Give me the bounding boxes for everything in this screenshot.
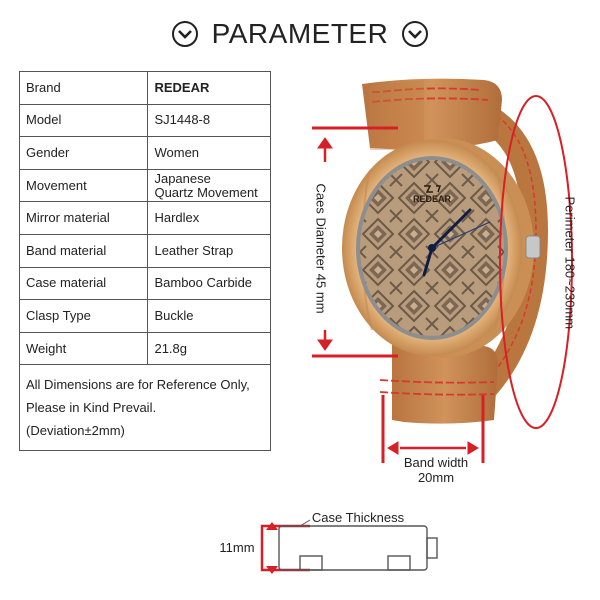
note-line: Please in Kind Prevail. xyxy=(26,400,157,416)
spec-row-case: Case material Bamboo Carbide xyxy=(18,266,271,301)
thickness-diagram xyxy=(260,519,438,574)
spec-value: Buckle xyxy=(147,299,271,333)
movement-line: Quartz Movement xyxy=(154,184,258,200)
spec-row-mirror: Mirror material Hardlex xyxy=(18,201,271,235)
spec-label: Clasp Type xyxy=(18,299,149,333)
page-title: PARAMETER xyxy=(211,18,389,49)
spec-row-gender: Gender Women xyxy=(18,136,271,170)
note-row: All Dimensions are for Reference Only, P… xyxy=(19,364,271,452)
spec-label: Mirror material xyxy=(18,201,149,235)
spec-table: Brand REDEAR Model SJ1448-8 Gender Women… xyxy=(18,71,271,452)
perimeter-label: Perimeter 180~230mm xyxy=(562,196,578,330)
perimeter-dimension xyxy=(499,95,573,429)
brand-logo-icon xyxy=(424,185,442,193)
spec-label: Brand xyxy=(18,71,149,105)
spec-value: Leather Strap xyxy=(147,233,271,268)
spec-label: Model xyxy=(18,103,149,138)
watch-case xyxy=(342,138,541,358)
case-diameter-label: Caes Diameter 45 mm xyxy=(313,183,329,314)
note-line: (Deviation±2mm) xyxy=(26,423,125,439)
diameter-dimension xyxy=(312,126,398,358)
spec-value: REDEAR xyxy=(147,71,271,105)
spec-row-model: Model SJ1448-8 xyxy=(18,103,271,138)
strap-top xyxy=(362,78,502,150)
spec-label: Movement xyxy=(18,168,149,203)
spec-value: SJ1448-8 xyxy=(147,103,271,138)
movement-line: Japanese xyxy=(154,170,211,186)
spec-row-clasp: Clasp Type Buckle xyxy=(18,299,271,333)
dial-brand-text: REDEAR xyxy=(413,194,452,204)
chevron-down-circle-icon xyxy=(171,21,198,47)
spec-row-brand: Brand REDEAR xyxy=(18,71,271,105)
spec-value: Women xyxy=(147,136,271,170)
spec-row-weight: Weight 21.8g xyxy=(18,331,271,366)
spec-label: Case material xyxy=(18,266,149,301)
spec-label: Weight xyxy=(18,331,149,366)
case-thickness-label: Case Thickness xyxy=(311,510,405,525)
chevron-down-circle-icon xyxy=(402,21,429,47)
band-width-label: Band width xyxy=(403,455,469,470)
header: PARAMETER xyxy=(0,12,600,56)
thickness-value: 11mm xyxy=(219,540,255,555)
strap-bottom xyxy=(379,340,498,424)
reference-note: All Dimensions are for Reference Only, P… xyxy=(19,364,271,452)
band-width-dimension xyxy=(381,395,485,463)
band-width-value: 20mm xyxy=(417,470,455,485)
note-line: All Dimensions are for Reference Only, xyxy=(26,377,250,393)
